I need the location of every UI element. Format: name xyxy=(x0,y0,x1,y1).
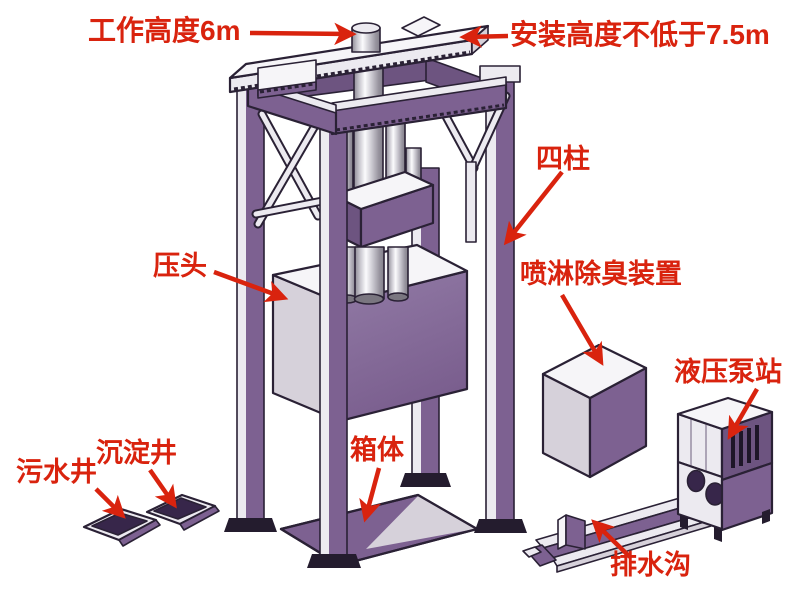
label-box-body: 箱体 xyxy=(350,435,404,465)
label-press-head: 压头 xyxy=(153,251,207,281)
spray-box-top-face xyxy=(541,343,648,400)
pump-lower-right-face xyxy=(720,461,774,532)
label-pump-station: 液压泵站 xyxy=(674,357,782,387)
pump-fan-opening xyxy=(686,469,706,493)
platform-bolts xyxy=(233,50,471,91)
drain-ditch-arrow xyxy=(591,519,632,559)
sewage-pit xyxy=(82,507,161,547)
column-d-foot xyxy=(474,519,527,533)
box-body-arrow xyxy=(359,467,382,523)
work-height-arrow xyxy=(249,22,357,46)
channel-end-cap xyxy=(522,546,542,558)
rod-end-cap xyxy=(387,292,409,302)
front-rail-bolts xyxy=(335,103,505,132)
sewage-well-arrow xyxy=(94,487,126,519)
column-a-face xyxy=(246,76,264,522)
four-columns-arrow xyxy=(503,170,564,246)
column-d-highlight xyxy=(486,80,496,521)
drainage-channel xyxy=(522,494,712,573)
column-c-foot xyxy=(400,473,451,487)
label-drain-ditch: 排水沟 xyxy=(610,550,691,580)
label-install-height: 安装高度不低于7.5m xyxy=(510,19,770,50)
channel-upstand-left xyxy=(557,514,567,550)
top-cylinder-cap xyxy=(351,22,381,34)
pump-foot xyxy=(680,515,688,530)
platform-notch-block xyxy=(401,16,441,37)
sediment-well-arrow xyxy=(148,468,177,509)
label-sediment-well: 沉淀井 xyxy=(96,438,177,468)
left-diagonal-brace xyxy=(255,109,326,227)
platen-top-face xyxy=(331,170,435,211)
rod-end-cap xyxy=(353,293,385,305)
column-a-highlight xyxy=(237,76,246,522)
column-d-cap xyxy=(479,65,521,83)
spray-deodorizer-box xyxy=(541,343,648,479)
channel-upstand-right xyxy=(565,514,586,550)
box-pit xyxy=(279,493,479,567)
column-b-highlight xyxy=(320,108,329,556)
install-height-arrow xyxy=(459,25,509,48)
press-head-arrow xyxy=(213,269,289,303)
label-sewage-well: 污水井 xyxy=(16,457,97,487)
column-b-foot xyxy=(307,554,361,568)
label-four-columns: 四柱 xyxy=(536,144,590,174)
pedestal-base xyxy=(257,81,317,99)
column-a-foot xyxy=(224,518,277,532)
box-pit-inner-wall xyxy=(366,496,475,549)
main-cylinder-lower xyxy=(354,246,385,300)
pump-foot xyxy=(714,527,722,542)
sediment-pit-edge xyxy=(179,505,220,531)
pedestal-bolts xyxy=(259,82,315,94)
guide-rod-lower xyxy=(387,246,409,298)
annotation-arrows xyxy=(94,22,759,559)
right-brace-pad xyxy=(465,161,477,243)
column-b-face xyxy=(329,108,347,556)
pump-foot xyxy=(762,509,770,524)
spray-deodorizer-arrow xyxy=(560,293,604,366)
column-d-face xyxy=(496,80,514,521)
pump-station-arrow xyxy=(727,387,759,440)
top-platform xyxy=(228,16,490,99)
sewage-pit-edge xyxy=(118,519,161,547)
sediment-pit xyxy=(145,493,220,531)
label-spray-deodorizer: 喷淋除臭装置 xyxy=(520,259,682,289)
label-work-height: 工作高度6m xyxy=(88,15,241,46)
